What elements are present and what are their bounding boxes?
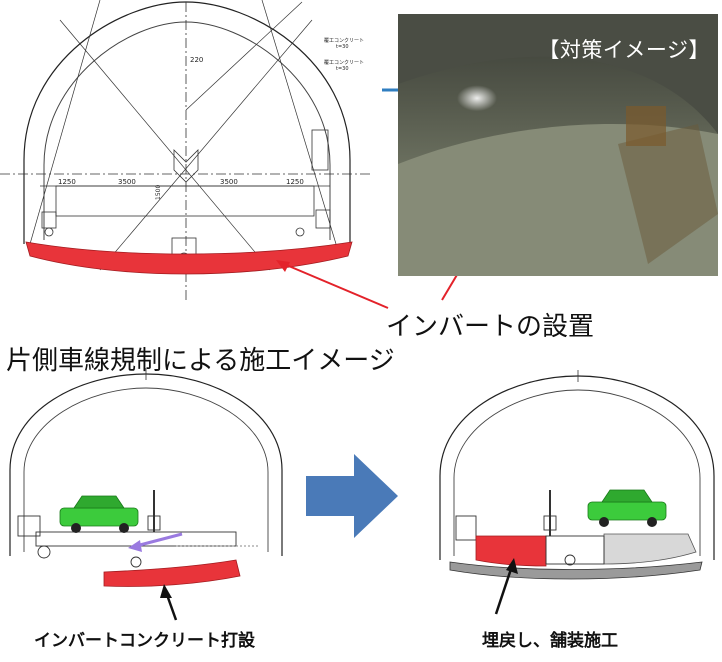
arrow-to-invert bbox=[283, 263, 389, 309]
blue-right-arrow bbox=[306, 454, 398, 538]
right-pole-box bbox=[543, 515, 557, 531]
ref-line-4 bbox=[99, 19, 313, 271]
road-deck bbox=[55, 185, 315, 217]
right-wheel bbox=[564, 554, 576, 566]
right-left-wall-box bbox=[455, 515, 477, 541]
left-tunnel bbox=[9, 368, 283, 621]
note-right-3: 覆工コンクリート bbox=[324, 60, 364, 66]
left-wheel-1 bbox=[37, 545, 51, 559]
drain-circle-right bbox=[295, 227, 305, 237]
ref-line-1 bbox=[29, 0, 101, 245]
left-caption: インバートコンクリート打設 bbox=[34, 631, 255, 651]
dim-3500-left: 3500 bbox=[118, 178, 136, 186]
section-title: 片側車線規制による施工イメージ bbox=[6, 346, 395, 376]
dim-1250-left: 1250 bbox=[58, 178, 76, 186]
tunnel-photo: 【対策イメージ】 bbox=[398, 14, 718, 276]
note-right-1: 覆工コンクリート bbox=[324, 38, 364, 44]
left-wheel-2 bbox=[130, 556, 142, 568]
left-pole-box bbox=[147, 515, 161, 531]
left-car bbox=[59, 495, 139, 533]
photo-label: 【対策イメージ】 bbox=[538, 38, 710, 62]
right-pointer bbox=[494, 565, 514, 615]
dim-220: 220 bbox=[190, 56, 203, 64]
right-tunnel bbox=[439, 370, 715, 615]
dim-vertical: 1500 bbox=[155, 185, 162, 200]
invert-red-top bbox=[25, 241, 353, 275]
note-right-2: t=30 bbox=[336, 44, 349, 50]
left-invert-red bbox=[103, 559, 241, 587]
arrow-head-invert bbox=[276, 260, 290, 272]
right-gravel bbox=[603, 533, 697, 565]
ref-line-2 bbox=[261, 0, 337, 245]
right-inner-arch bbox=[453, 389, 701, 556]
note-right-4: t=30 bbox=[336, 66, 349, 72]
right-caption: 埋戻し、舗装施工 bbox=[482, 631, 618, 651]
right-outer-arch bbox=[439, 375, 715, 560]
left-outer-arch bbox=[9, 373, 283, 556]
invert-install-label: インバートの設置 bbox=[386, 312, 595, 342]
side-box-right bbox=[311, 129, 329, 171]
left-inner-arch bbox=[23, 387, 269, 552]
ref-line-3 bbox=[59, 19, 271, 271]
right-pointer-head bbox=[506, 558, 518, 574]
dim-1250-right: 1250 bbox=[286, 178, 304, 186]
left-wall-box bbox=[17, 515, 41, 537]
right-hatched-base bbox=[449, 561, 703, 580]
right-car bbox=[587, 489, 667, 527]
left-pointer-head bbox=[160, 584, 172, 598]
dim-3500-right: 3500 bbox=[220, 178, 238, 186]
right-mid-box bbox=[545, 535, 605, 565]
ref-line-5 bbox=[185, 1, 303, 111]
drain-right bbox=[315, 209, 331, 229]
purple-arrow-line bbox=[135, 532, 183, 548]
right-red-fill bbox=[475, 535, 547, 567]
drain-circle-left bbox=[44, 227, 54, 237]
photo-art bbox=[398, 14, 718, 276]
chevron-marker bbox=[173, 149, 199, 183]
purple-arrow-head bbox=[128, 540, 142, 552]
